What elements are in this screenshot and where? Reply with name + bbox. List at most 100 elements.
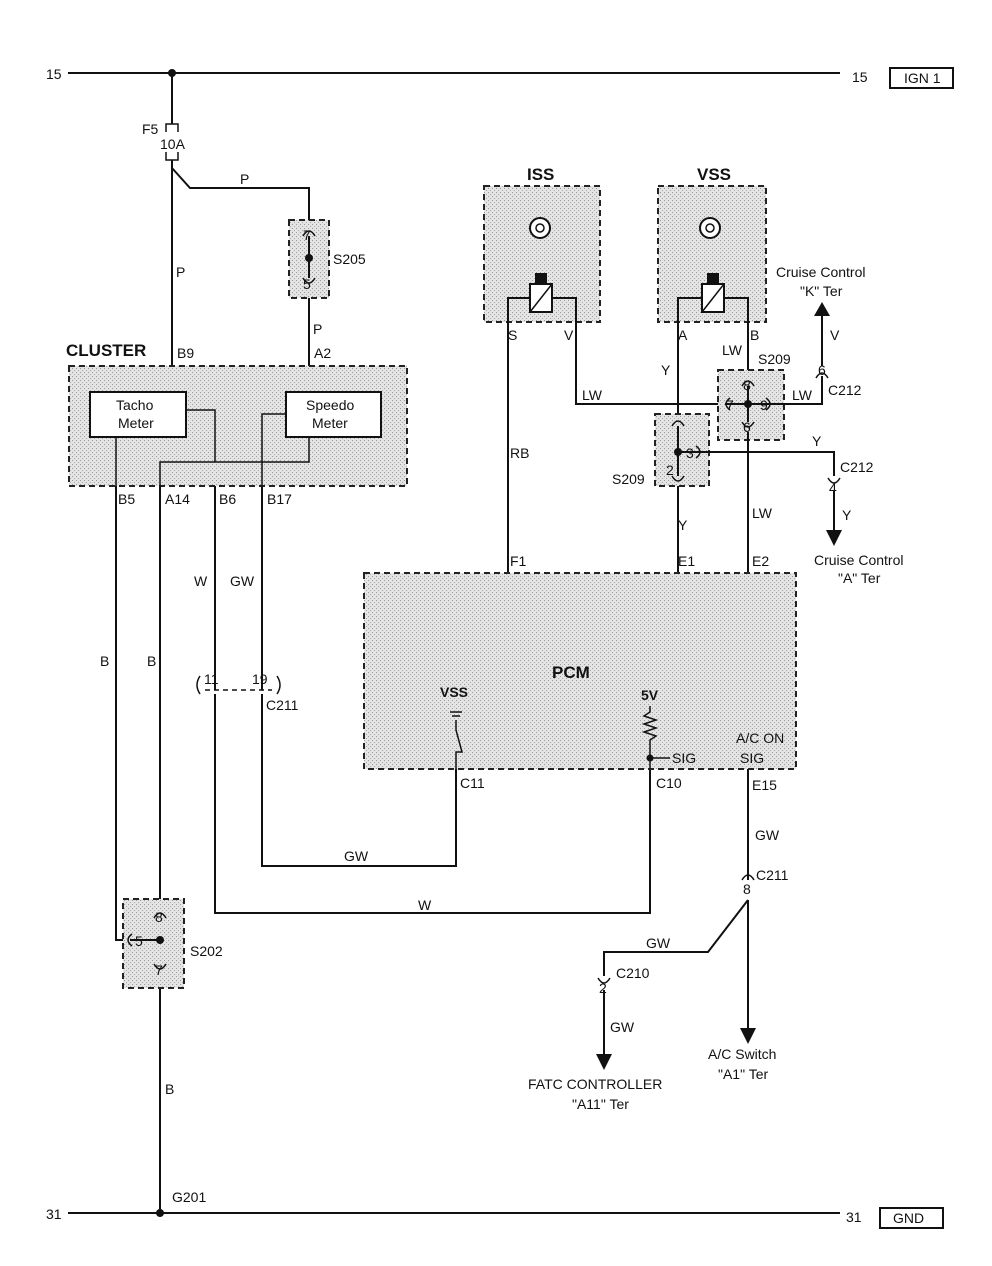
pcm-sig-label: SIG bbox=[672, 750, 696, 766]
s209t-pin-9: 9 bbox=[760, 397, 768, 413]
splice-s209-top: 8 7 9 6 S209 bbox=[717, 351, 791, 441]
c211-pin-11: 11 bbox=[204, 671, 219, 687]
gnd-tag: GND bbox=[893, 1210, 924, 1226]
cruise-a-line-2: "A" Ter bbox=[838, 570, 881, 586]
s209-top-label: S209 bbox=[758, 351, 791, 367]
c212-mid-label: C212 bbox=[840, 459, 874, 475]
pin-f1: F1 bbox=[510, 553, 527, 569]
wire-w-cluster: W bbox=[194, 573, 208, 589]
vss-sensor: VSS A B bbox=[657, 165, 767, 343]
s202-label: S202 bbox=[190, 943, 223, 959]
wire-gw-fatc: GW bbox=[610, 1019, 635, 1035]
wire-gw-c11: GW bbox=[344, 848, 369, 864]
pin-e2: E2 bbox=[752, 553, 769, 569]
cluster-label: CLUSTER bbox=[66, 341, 146, 360]
pin-a2: A2 bbox=[314, 345, 331, 361]
pcm-acon-line-2: SIG bbox=[740, 750, 764, 766]
s209t-pin-7: 7 bbox=[726, 397, 734, 413]
rail-15-right: 15 bbox=[852, 69, 868, 85]
s209t-pin-6: 6 bbox=[743, 419, 751, 435]
wire-p-left: P bbox=[176, 264, 185, 280]
iss-label: ISS bbox=[527, 165, 554, 184]
s205-pin-5: 5 bbox=[303, 276, 311, 292]
wire-lw-c212: LW bbox=[792, 387, 813, 403]
connector-c11: C11 bbox=[460, 775, 485, 791]
pin-b17: B17 bbox=[267, 491, 292, 507]
s209b-pin-3: 3 bbox=[686, 445, 694, 461]
s205-pin-7: 7 bbox=[303, 227, 311, 243]
s205-label: S205 bbox=[333, 251, 366, 267]
iss-pin-s: S bbox=[508, 327, 517, 343]
pcm-acon-line-1: A/C ON bbox=[736, 730, 784, 746]
splice-s202: 8 5 7 S202 bbox=[122, 898, 223, 989]
s202-pin-5: 5 bbox=[135, 933, 143, 949]
splice-s209-bottom: 3 2 S209 bbox=[612, 413, 710, 487]
fuse-rating: 10A bbox=[160, 136, 186, 152]
c211-pin-19: 19 bbox=[252, 671, 268, 687]
wire-b-ground: B bbox=[165, 1081, 174, 1097]
connector-c10: C10 bbox=[656, 775, 682, 791]
wire-p-top: P bbox=[240, 171, 249, 187]
cruise-a-line-1: Cruise Control bbox=[814, 552, 903, 568]
splice-s205: 7 5 S205 bbox=[288, 219, 366, 299]
wire-gw-cluster: GW bbox=[230, 573, 255, 589]
connector-e15: E15 bbox=[752, 777, 777, 793]
cluster: CLUSTER Tacho Meter Speedo Meter B9 A2 B… bbox=[66, 341, 408, 507]
pin-b5: B5 bbox=[118, 491, 135, 507]
arrow-up-icon bbox=[814, 302, 830, 316]
pin-a14: A14 bbox=[165, 491, 190, 507]
vss-pin-a: A bbox=[678, 327, 688, 343]
tacho-meter bbox=[89, 391, 187, 438]
iss-pin-v: V bbox=[564, 327, 574, 343]
rail-31-right: 31 bbox=[846, 1209, 862, 1225]
rail-31-left: 31 bbox=[46, 1206, 62, 1222]
g201-label: G201 bbox=[172, 1189, 206, 1205]
wire-lw-e2: LW bbox=[752, 505, 773, 521]
vss-label: VSS bbox=[697, 165, 731, 184]
pin-e1: E1 bbox=[678, 553, 695, 569]
c210-label: C210 bbox=[616, 965, 650, 981]
pcm: F1 E1 E2 PCM VSS 5V SIG A/C ON SIG bbox=[363, 553, 797, 770]
pin-b9: B9 bbox=[177, 345, 194, 361]
wire-b-left: B bbox=[100, 653, 109, 669]
fatc-line-1: FATC CONTROLLER bbox=[528, 1076, 662, 1092]
fuse-f5: F5 10A bbox=[142, 73, 186, 168]
fatc-line-2: "A11" Ter bbox=[572, 1096, 629, 1112]
speedo-meter bbox=[285, 391, 382, 438]
speedo-label-1: Speedo bbox=[306, 397, 354, 413]
wire-p-a2: P bbox=[313, 321, 322, 337]
c211-right-label: C211 bbox=[756, 867, 789, 883]
ign1-rail: 15 15 IGN 1 bbox=[46, 66, 954, 89]
wire-b-mid: B bbox=[147, 653, 156, 669]
connector-c211-left: 11 19 C211 bbox=[196, 671, 299, 713]
cruise-k-line-2: "K" Ter bbox=[800, 283, 843, 299]
pin-b6: B6 bbox=[219, 491, 236, 507]
arrow-down-icon bbox=[596, 1054, 612, 1070]
wire-w-c10: W bbox=[418, 897, 432, 913]
c212-top-label: C212 bbox=[828, 382, 862, 398]
s209b-pin-2: 2 bbox=[666, 462, 674, 478]
wire-y-vss: Y bbox=[661, 362, 671, 378]
ac-switch-line-2: "A1" Ter bbox=[718, 1066, 768, 1082]
s202-pin-7: 7 bbox=[155, 962, 163, 978]
pcm-label: PCM bbox=[552, 663, 590, 682]
wire-lw-iss: LW bbox=[582, 387, 603, 403]
s202-pin-8: 8 bbox=[155, 909, 163, 925]
gnd-rail: 31 31 GND G201 bbox=[46, 1189, 944, 1229]
s209t-pin-8: 8 bbox=[743, 377, 751, 393]
tacho-label-2: Meter bbox=[118, 415, 154, 431]
wire-y-e1: Y bbox=[678, 517, 688, 533]
tacho-label-1: Tacho bbox=[116, 397, 154, 413]
c211-right-pin-8: 8 bbox=[743, 881, 751, 897]
rail-15-left: 15 bbox=[46, 66, 62, 82]
wire-gw-e15: GW bbox=[755, 827, 780, 843]
wire-y-c212: Y bbox=[812, 433, 822, 449]
c212-top-pin-6: 6 bbox=[818, 362, 826, 378]
cruise-k-line-1: Cruise Control bbox=[776, 264, 865, 280]
c211-left-label: C211 bbox=[266, 697, 299, 713]
wire-v-cruise: V bbox=[830, 327, 840, 343]
pcm-vss-label: VSS bbox=[440, 684, 468, 700]
iss-sensor: ISS S V bbox=[483, 165, 601, 343]
vss-pin-b: B bbox=[750, 327, 759, 343]
